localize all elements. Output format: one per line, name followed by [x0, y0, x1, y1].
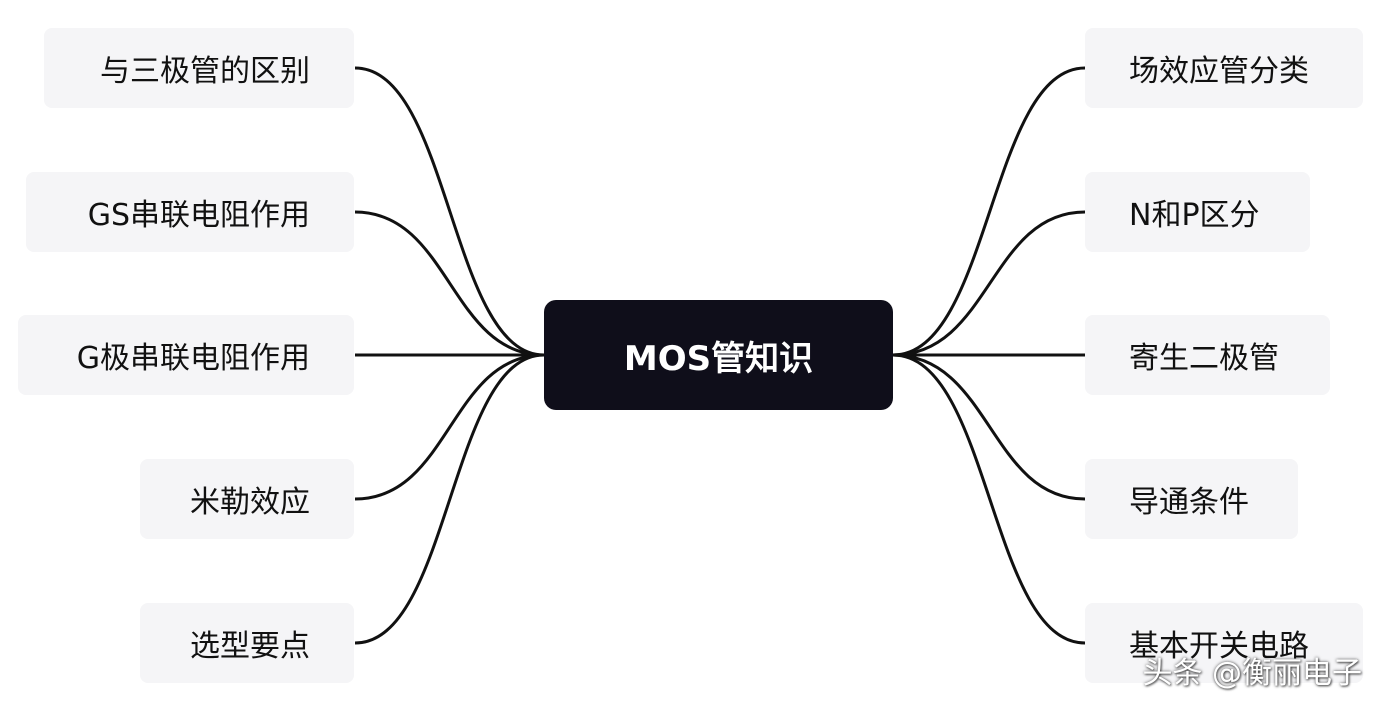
node-label: 与三极管的区别 [100, 54, 310, 89]
node-label: 寄生二极管 [1129, 341, 1279, 376]
node-label: N和P区分 [1129, 198, 1260, 233]
node-fet-classification[interactable]: 场效应管分类 [1085, 28, 1363, 108]
node-g-series-resistor[interactable]: G极串联电阻作用 [18, 315, 354, 395]
node-miller-effect[interactable]: 米勒效应 [140, 459, 354, 539]
link-left-5 [354, 353, 545, 645]
node-label: 米勒效应 [190, 485, 310, 520]
node-label: GS串联电阻作用 [87, 198, 310, 233]
link-right-5 [892, 353, 1086, 645]
node-conduction-conditions[interactable]: 导通条件 [1085, 459, 1298, 539]
node-basic-switch-circuit[interactable]: 基本开关电路 [1085, 603, 1363, 683]
node-selection-points[interactable]: 选型要点 [140, 603, 354, 683]
link-left-1 [354, 66, 545, 357]
link-left-2 [354, 210, 545, 357]
center-topic-label: MOS管知识 [623, 338, 814, 379]
watermark-text: 头条 @衡丽电子 [1142, 656, 1362, 691]
node-label: G极串联电阻作用 [76, 341, 310, 376]
link-left-4 [354, 353, 545, 501]
link-right-4 [892, 353, 1086, 501]
node-label: 导通条件 [1129, 485, 1249, 520]
node-label: 场效应管分类 [1129, 54, 1309, 89]
node-difference-from-bjt[interactable]: 与三极管的区别 [44, 28, 354, 108]
node-label: 选型要点 [190, 629, 310, 664]
node-label: 基本开关电路 [1129, 629, 1309, 664]
center-topic[interactable]: MOS管知识 [544, 300, 893, 410]
node-gs-series-resistor[interactable]: GS串联电阻作用 [26, 172, 354, 252]
node-n-and-p-distinction[interactable]: N和P区分 [1085, 172, 1310, 252]
link-right-2 [892, 210, 1086, 357]
link-right-1 [892, 66, 1086, 357]
node-parasitic-diode[interactable]: 寄生二极管 [1085, 315, 1330, 395]
